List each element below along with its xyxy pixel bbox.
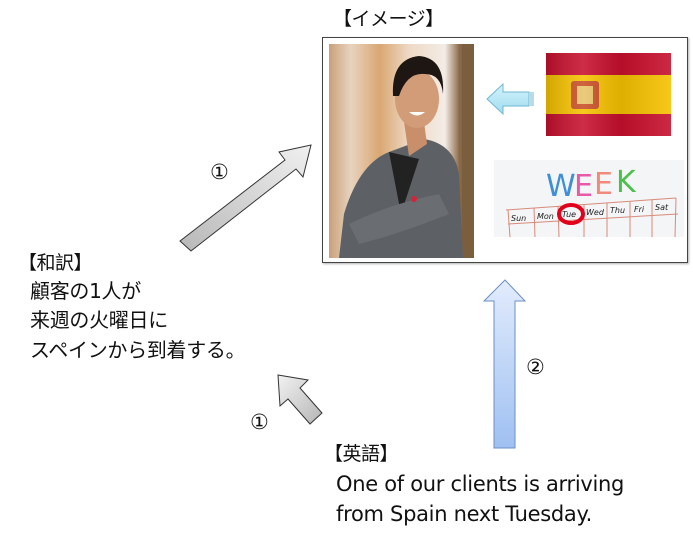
svg-text:Thu: Thu: [610, 206, 625, 215]
gray-arrow-step1-icon: [179, 144, 312, 252]
english-line-2: from Spain next Tuesday.: [336, 502, 593, 526]
svg-text:Tue: Tue: [562, 210, 576, 219]
step1-label: ①: [210, 160, 229, 184]
japanese-line-2: 来週の火曜日に: [30, 308, 168, 332]
step1b-label: ①: [250, 410, 269, 434]
step2-label: ②: [526, 355, 545, 379]
image-section-title: 【イメージ】: [333, 8, 444, 30]
svg-text:E: E: [594, 167, 613, 202]
english-line-1: One of our clients is arriving: [336, 472, 625, 496]
blue-arrow-step2-icon: [482, 279, 527, 449]
businesswoman-photo: [329, 44, 474, 258]
english-section-title: 【英語】: [324, 443, 399, 465]
image-box: W E E K Sun Mon Tue Wed Thu: [322, 37, 688, 263]
spain-flag: [546, 53, 671, 136]
gray-arrow-step1b-icon: [277, 374, 323, 425]
svg-text:Mon: Mon: [537, 212, 554, 221]
left-arrow-icon: [486, 82, 534, 116]
svg-text:E: E: [574, 169, 593, 204]
svg-text:Sat: Sat: [655, 203, 669, 212]
japanese-line-1: 顧客の1人が: [30, 279, 141, 303]
japanese-section-title: 【和訳】: [18, 252, 93, 274]
svg-text:Wed: Wed: [586, 208, 605, 217]
svg-text:Fri: Fri: [634, 205, 645, 214]
svg-text:W: W: [546, 169, 576, 204]
week-calendar-image: W E E K Sun Mon Tue Wed Thu: [494, 160, 684, 237]
japanese-line-3: スペインから到着する。: [30, 338, 246, 362]
svg-text:K: K: [616, 165, 637, 200]
svg-text:Sun: Sun: [511, 214, 526, 223]
